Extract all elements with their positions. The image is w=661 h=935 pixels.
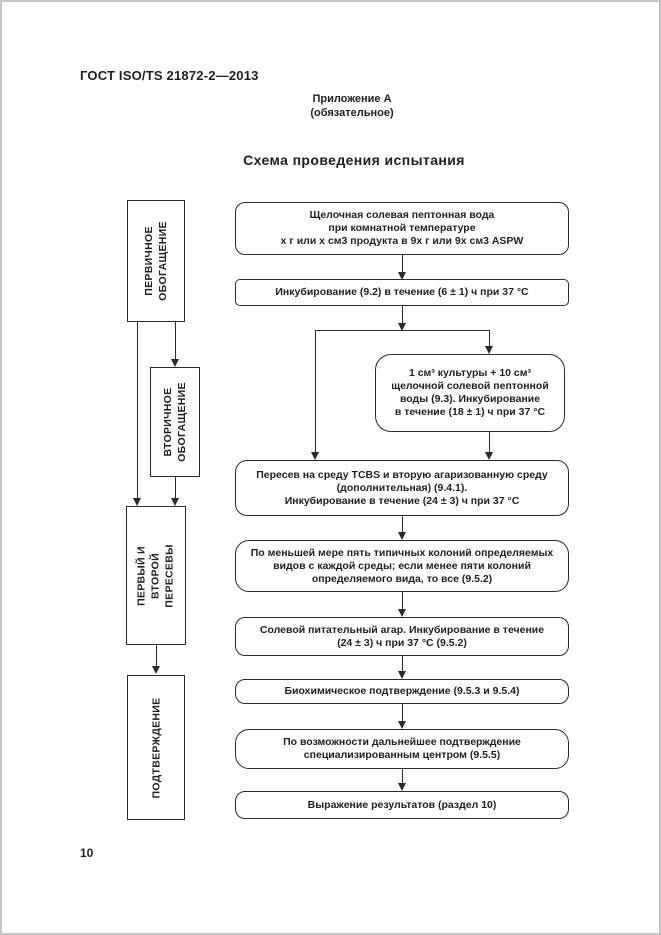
connector-line xyxy=(137,322,138,498)
step-text: 1 см³ культуры + 10 см³ щелочной солевой… xyxy=(391,367,549,418)
step-text: По возможности дальнейшее подтверждение … xyxy=(283,736,521,761)
step-text: Пересев на среду TCBS и вторую агаризова… xyxy=(256,468,548,507)
connector-line xyxy=(489,432,490,452)
arrow-down-icon xyxy=(398,272,406,280)
arrow-down-icon xyxy=(398,532,406,540)
arrow-down-icon xyxy=(133,498,141,506)
arrow-down-icon xyxy=(398,783,406,791)
step-text: Инкубирование (9.2) в течение (6 ± 1) ч … xyxy=(275,286,529,298)
connector-line xyxy=(402,592,403,609)
step-box-secondary-culture: 1 см³ культуры + 10 см³ щелочной солевой… xyxy=(375,354,565,432)
step-box-saline-agar: Солевой питательный агар. Инкубирование … xyxy=(235,617,569,656)
appendix-heading: Приложение А (обязательное) xyxy=(310,93,394,119)
connector-line xyxy=(402,255,403,272)
step-box-aspw-suspension: Щелочная солевая пептонная вода при комн… xyxy=(235,202,569,255)
connector-line xyxy=(175,322,176,359)
step-text: По меньшей мере пять типичных колоний оп… xyxy=(250,546,554,585)
arrow-down-icon xyxy=(171,359,179,367)
step-text: Выражение результатов (раздел 10) xyxy=(307,798,497,811)
connector-line xyxy=(402,306,403,323)
stage-box-confirmation: ПОДТВЕРЖДЕНИЕ xyxy=(127,675,185,820)
page-number: 10 xyxy=(80,846,94,860)
arrow-down-icon xyxy=(485,346,493,354)
arrow-down-icon xyxy=(171,498,179,506)
arrow-down-icon xyxy=(398,721,406,729)
connector-line xyxy=(175,477,176,498)
stage-label: ПОДТВЕРЖДЕНИЕ xyxy=(150,697,162,798)
connector-line xyxy=(402,704,403,721)
step-box-expression-results: Выражение результатов (раздел 10) xyxy=(235,791,569,819)
step-box-specialized-center: По возможности дальнейшее подтверждение … xyxy=(235,729,569,769)
arrow-down-icon xyxy=(485,452,493,460)
connector-line xyxy=(489,330,490,346)
connector-line xyxy=(402,516,403,532)
step-box-select-colonies: По меньшей мере пять типичных колоний оп… xyxy=(235,540,569,592)
diagram-title: Схема проведения испытания xyxy=(243,152,465,168)
step-text: Щелочная солевая пептонная вода при комн… xyxy=(280,209,524,247)
step-text: Биохимическое подтверждение (9.5.3 и 9.5… xyxy=(284,685,520,697)
connector-line xyxy=(402,656,403,671)
stage-label: ПЕРВЫЙ И ВТОРОЙ ПЕРЕСЕВЫ xyxy=(136,543,176,608)
branch-line xyxy=(315,330,490,331)
document-header: ГОСТ ISO/TS 21872-2—2013 xyxy=(80,68,259,83)
arrow-down-icon xyxy=(152,666,160,674)
arrow-down-icon xyxy=(311,452,319,460)
stage-label: ПЕРВИЧНОЕ ОБОГАЩЕНИЕ xyxy=(143,221,169,301)
connector-line xyxy=(156,645,157,666)
step-box-tcbs-plating: Пересев на среду TCBS и вторую агаризова… xyxy=(235,460,569,516)
step-box-biochemical-confirmation: Биохимическое подтверждение (9.5.3 и 9.5… xyxy=(235,679,569,704)
stage-label: ВТОРИЧНОЕ ОБОГАЩЕНИЕ xyxy=(162,382,188,462)
stage-box-secondary-enrichment: ВТОРИЧНОЕ ОБОГАЩЕНИЕ xyxy=(150,367,200,477)
connector-line xyxy=(402,769,403,783)
stage-box-primary-enrichment: ПЕРВИЧНОЕ ОБОГАЩЕНИЕ xyxy=(127,200,185,322)
arrow-down-icon xyxy=(398,609,406,617)
arrow-down-icon xyxy=(398,323,406,331)
step-box-incubation-9-2: Инкубирование (9.2) в течение (6 ± 1) ч … xyxy=(235,279,569,306)
step-text: Солевой питательный агар. Инкубирование … xyxy=(259,623,545,649)
connector-line xyxy=(315,330,316,452)
stage-box-first-second-subcultures: ПЕРВЫЙ И ВТОРОЙ ПЕРЕСЕВЫ xyxy=(126,506,186,645)
arrow-down-icon xyxy=(398,671,406,679)
